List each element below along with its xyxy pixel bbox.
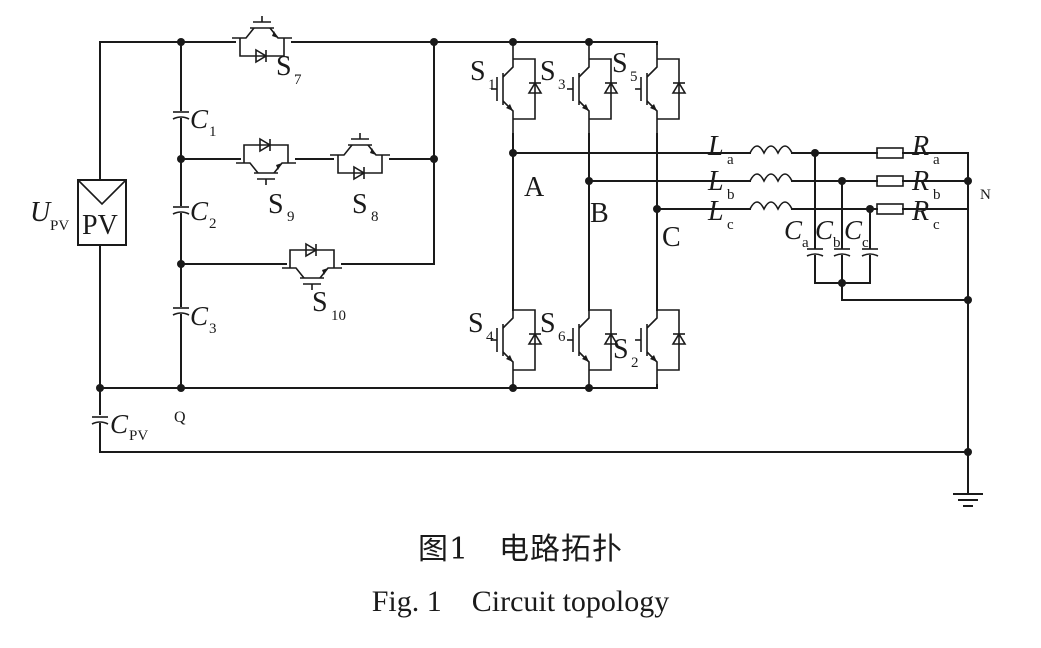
c1-label: C 1 bbox=[190, 104, 217, 140]
svg-text:S: S bbox=[352, 189, 368, 220]
svg-text:C: C bbox=[815, 215, 834, 245]
svg-text:C: C bbox=[784, 215, 803, 245]
la-label: L a bbox=[707, 131, 734, 168]
svg-text:C: C bbox=[844, 215, 863, 245]
s9-label: S 9 bbox=[268, 189, 295, 225]
caption-cn-number: 图1 bbox=[417, 532, 470, 567]
pv-label: PV bbox=[82, 210, 118, 241]
svg-text:3: 3 bbox=[209, 321, 217, 337]
s2-label: S 2 bbox=[613, 334, 639, 371]
cpv-label: C PV bbox=[110, 409, 148, 444]
svg-text:L: L bbox=[707, 196, 724, 227]
switch-s8 bbox=[329, 132, 391, 180]
switch-s1 bbox=[490, 43, 542, 135]
svg-text:S: S bbox=[613, 334, 629, 365]
ground-icon bbox=[953, 493, 983, 507]
switch-s6 bbox=[566, 294, 618, 386]
cb-label: C b bbox=[815, 215, 841, 251]
s3-label: S 3 bbox=[540, 56, 566, 93]
svg-text:S: S bbox=[468, 308, 484, 339]
s8-label: S 8 bbox=[352, 189, 379, 225]
svg-text:L: L bbox=[707, 131, 724, 162]
svg-text:9: 9 bbox=[287, 209, 295, 225]
svg-text:b: b bbox=[833, 235, 841, 251]
s5-label: S 5 bbox=[612, 48, 638, 85]
svg-text:a: a bbox=[933, 152, 940, 168]
svg-text:3: 3 bbox=[558, 77, 566, 93]
node-b-label: B bbox=[590, 198, 609, 229]
caption-english: Fig. 1 Circuit topology bbox=[0, 585, 1041, 619]
svg-text:S: S bbox=[268, 189, 284, 220]
svg-text:1: 1 bbox=[209, 124, 217, 140]
s1-label: S 1 bbox=[470, 56, 496, 93]
caption-chinese: 图1 电路拓扑 bbox=[0, 524, 1041, 568]
caption-en-title: Circuit topology bbox=[471, 585, 670, 618]
svg-text:C: C bbox=[190, 196, 209, 226]
s6-label: S 6 bbox=[540, 308, 566, 345]
svg-text:7: 7 bbox=[294, 72, 302, 88]
pv-module: PV bbox=[77, 179, 127, 246]
junction-dot bbox=[96, 384, 104, 392]
caption-en-number: Fig. 1 bbox=[371, 585, 442, 618]
switch-s2 bbox=[634, 294, 686, 386]
rc-label: R c bbox=[911, 196, 940, 233]
lb-label: L b bbox=[707, 166, 735, 203]
rb-label: R b bbox=[911, 166, 941, 203]
svg-text:R: R bbox=[911, 131, 929, 162]
switch-s10 bbox=[281, 243, 343, 291]
svg-text:5: 5 bbox=[630, 69, 638, 85]
svg-text:2: 2 bbox=[631, 355, 639, 371]
svg-text:L: L bbox=[707, 166, 724, 197]
caption-cn-title: 电路拓扑 bbox=[499, 532, 624, 567]
switch-s4 bbox=[490, 294, 542, 386]
svg-text:a: a bbox=[802, 235, 809, 251]
svg-text:4: 4 bbox=[486, 329, 494, 345]
svg-text:S: S bbox=[612, 48, 628, 79]
svg-text:R: R bbox=[911, 166, 929, 197]
svg-text:8: 8 bbox=[371, 209, 379, 225]
c3-label: C 3 bbox=[190, 301, 217, 337]
svg-text:PV: PV bbox=[129, 428, 148, 444]
ca-label: C a bbox=[784, 215, 809, 251]
svg-text:C: C bbox=[190, 104, 209, 134]
lc-label: L c bbox=[707, 196, 734, 233]
c2-label: C 2 bbox=[190, 196, 217, 232]
switch-s9 bbox=[235, 138, 297, 186]
svg-text:b: b bbox=[933, 187, 941, 203]
svg-text:S: S bbox=[540, 56, 556, 87]
node-q-label: Q bbox=[174, 409, 186, 426]
upv-label: U bbox=[30, 197, 52, 228]
svg-text:b: b bbox=[727, 187, 735, 203]
svg-text:S: S bbox=[470, 56, 486, 87]
upv-subscript: PV bbox=[50, 218, 69, 234]
s7-label: S 7 bbox=[276, 51, 302, 88]
svg-text:C: C bbox=[110, 409, 129, 439]
switch-s3 bbox=[566, 43, 618, 135]
node-a-label: A bbox=[524, 172, 545, 203]
svg-text:1: 1 bbox=[488, 77, 496, 93]
node-n-label: N bbox=[980, 187, 991, 203]
svg-text:C: C bbox=[190, 301, 209, 331]
svg-text:a: a bbox=[727, 152, 734, 168]
svg-text:S: S bbox=[540, 308, 556, 339]
svg-text:6: 6 bbox=[558, 329, 566, 345]
switch-s5 bbox=[634, 43, 686, 135]
svg-text:c: c bbox=[727, 217, 734, 233]
svg-text:10: 10 bbox=[331, 308, 346, 324]
cc-label: C c bbox=[844, 215, 869, 251]
svg-text:c: c bbox=[933, 217, 940, 233]
svg-text:R: R bbox=[911, 196, 929, 227]
node-c-label: C bbox=[662, 222, 681, 253]
s10-label: S 10 bbox=[312, 287, 346, 324]
ra-label: R a bbox=[911, 131, 940, 168]
svg-text:2: 2 bbox=[209, 216, 217, 232]
svg-text:S: S bbox=[276, 51, 292, 82]
svg-text:c: c bbox=[862, 235, 869, 251]
s4-label: S 4 bbox=[468, 308, 494, 345]
svg-text:S: S bbox=[312, 287, 328, 318]
